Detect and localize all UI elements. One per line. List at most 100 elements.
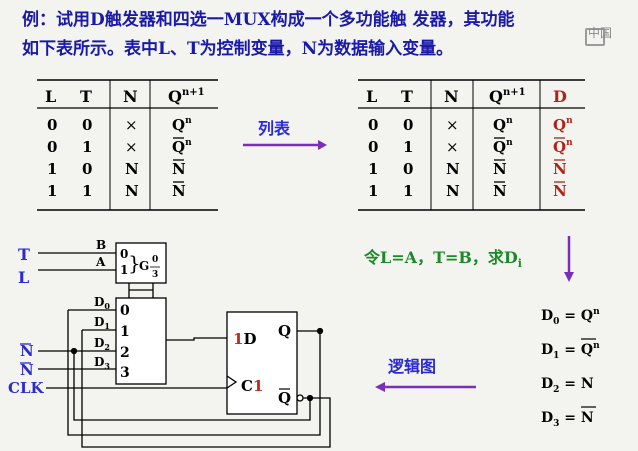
node-Qbar bbox=[306, 394, 314, 402]
equation-0: D0 = Qn bbox=[541, 307, 600, 327]
sel-A-label: A bbox=[95, 255, 106, 269]
wire-Q bbox=[67, 310, 321, 436]
wire-Qbar bbox=[81, 330, 331, 448]
data-input-label-2: D2 bbox=[94, 336, 110, 352]
mux-input-number-3: 3 bbox=[120, 365, 130, 381]
table-right-cell: 1 bbox=[368, 182, 378, 200]
table-left-header-Q: Qn+1 bbox=[168, 87, 205, 106]
table-right-cell-q: N bbox=[493, 182, 507, 200]
table-left-cell: 0 bbox=[47, 116, 57, 134]
table-left-header-T: T bbox=[80, 87, 92, 106]
table-right-header-T: T bbox=[401, 87, 413, 106]
table-right-cell-d: N bbox=[553, 160, 567, 178]
arrow-logic-head bbox=[375, 382, 385, 392]
equation-2: D2 = N bbox=[541, 376, 594, 395]
table-right-cell: 0 bbox=[368, 116, 378, 134]
table-right-header-L: L bbox=[366, 87, 377, 106]
table-right-cell: 0 bbox=[403, 160, 413, 178]
ff-qbar-label: Q bbox=[278, 389, 291, 407]
table-left-cell: × bbox=[125, 116, 138, 134]
table-right-cell-d: Qn bbox=[553, 116, 573, 134]
g-frac-top: 0 bbox=[152, 255, 158, 265]
table-left-cell: 0 bbox=[82, 160, 92, 178]
node-Q bbox=[316, 327, 324, 335]
wire-feedback-b bbox=[73, 351, 311, 421]
inversion-bubble bbox=[296, 394, 304, 402]
table-right-cell-q: N bbox=[493, 160, 507, 178]
ff-c-label: C1 bbox=[241, 377, 263, 395]
node-D2 bbox=[70, 347, 78, 355]
arrow-logic: 逻辑图 bbox=[375, 357, 476, 392]
mux-select-block bbox=[115, 242, 167, 284]
input-T-label: T bbox=[18, 245, 30, 264]
data-input-label-3: D3 bbox=[94, 355, 110, 371]
table-left-cell: 0 bbox=[82, 116, 92, 134]
mux-block bbox=[115, 297, 167, 385]
g-label: G bbox=[139, 259, 149, 273]
table-left-cell: N bbox=[125, 160, 139, 178]
mux-input-number-0: 0 bbox=[120, 303, 130, 319]
arrow-list-head bbox=[318, 140, 327, 150]
data-input-label-0: D0 bbox=[94, 295, 110, 311]
problem-statement: 例：试用D触发器和四选一MUX构成一个多功能触 发器，其功能 如下表所示。表中L… bbox=[22, 6, 622, 64]
ff-d-label: 1D bbox=[233, 330, 256, 348]
table-right-cell: 1 bbox=[403, 182, 413, 200]
table-left-cell: 1 bbox=[82, 138, 92, 156]
arrow-down-head bbox=[564, 272, 574, 282]
sel-1-label: 1 bbox=[120, 263, 128, 277]
table-right-cell: 0 bbox=[368, 138, 378, 156]
circuit bbox=[38, 242, 331, 448]
input-L-label: L bbox=[18, 268, 29, 287]
arrow-down: 令L=A，T=B，求Di bbox=[363, 236, 574, 282]
problem-line-1: 例：试用D触发器和四选一MUX构成一个多功能触 发器，其功能 bbox=[22, 10, 515, 30]
table-right-header-D: D bbox=[553, 87, 567, 106]
equation-1: D1 = Qn bbox=[541, 341, 600, 361]
clock-triangle bbox=[226, 375, 238, 389]
sel-0-label: 0 bbox=[120, 247, 128, 261]
g-frac-bot: 3 bbox=[152, 270, 158, 280]
table-right-cell: × bbox=[446, 116, 459, 134]
table-left-cell-q: Qn bbox=[172, 116, 192, 134]
table-left-cell: × bbox=[125, 138, 138, 156]
equation-3: D3 = N bbox=[541, 410, 594, 429]
watermark-text: 中国 bbox=[588, 26, 613, 40]
g-brace: } bbox=[128, 251, 141, 275]
sel-B-label: B bbox=[96, 238, 106, 252]
table-right-cell-d: N bbox=[553, 182, 567, 200]
equation-list: D0 = Qn D1 = Qn D2 = N D3 = N bbox=[541, 307, 600, 429]
table-right-cell: 1 bbox=[368, 160, 378, 178]
table-right-cell-q: Qn bbox=[493, 138, 513, 156]
mux-input-number-2: 2 bbox=[120, 345, 130, 361]
table-right-header-N: N bbox=[444, 87, 459, 106]
table-left-cell-q: N bbox=[172, 160, 186, 178]
flipflop-block bbox=[226, 311, 298, 415]
table-left-cell: 1 bbox=[47, 160, 57, 178]
table-left-cell: N bbox=[125, 182, 139, 200]
arrow-list-label: 列表 bbox=[258, 119, 291, 138]
arrow-down-label: 令L=A，T=B，求Di bbox=[363, 248, 522, 270]
input-CLK-label: CLK bbox=[8, 379, 44, 397]
ff-q-label: Q bbox=[278, 322, 291, 340]
table-right-cell-q: Qn bbox=[493, 116, 513, 134]
table-right-cell: × bbox=[446, 138, 459, 156]
table-left-cell-q: N bbox=[172, 182, 186, 200]
table-right-cell-d: Qn bbox=[553, 138, 573, 156]
arrow-list: 列表 bbox=[243, 119, 327, 150]
table-right-header-Q: Qn+1 bbox=[489, 87, 526, 106]
watermark-logo-icon bbox=[585, 28, 605, 46]
problem-line-2: 如下表所示。表中L、T为控制变量，N为数据输入变量。 bbox=[22, 39, 454, 59]
table-right-cell: N bbox=[446, 182, 460, 200]
table-right-cell: 1 bbox=[403, 138, 413, 156]
table-left-header-L: L bbox=[45, 87, 56, 106]
table-left-header-N: N bbox=[123, 87, 138, 106]
input-Nbar-label: N bbox=[20, 361, 34, 379]
table-right-cell: 0 bbox=[403, 116, 413, 134]
table-left-cell: 1 bbox=[47, 182, 57, 200]
wire-mux-out bbox=[166, 337, 227, 341]
table-right-cell: N bbox=[446, 160, 460, 178]
